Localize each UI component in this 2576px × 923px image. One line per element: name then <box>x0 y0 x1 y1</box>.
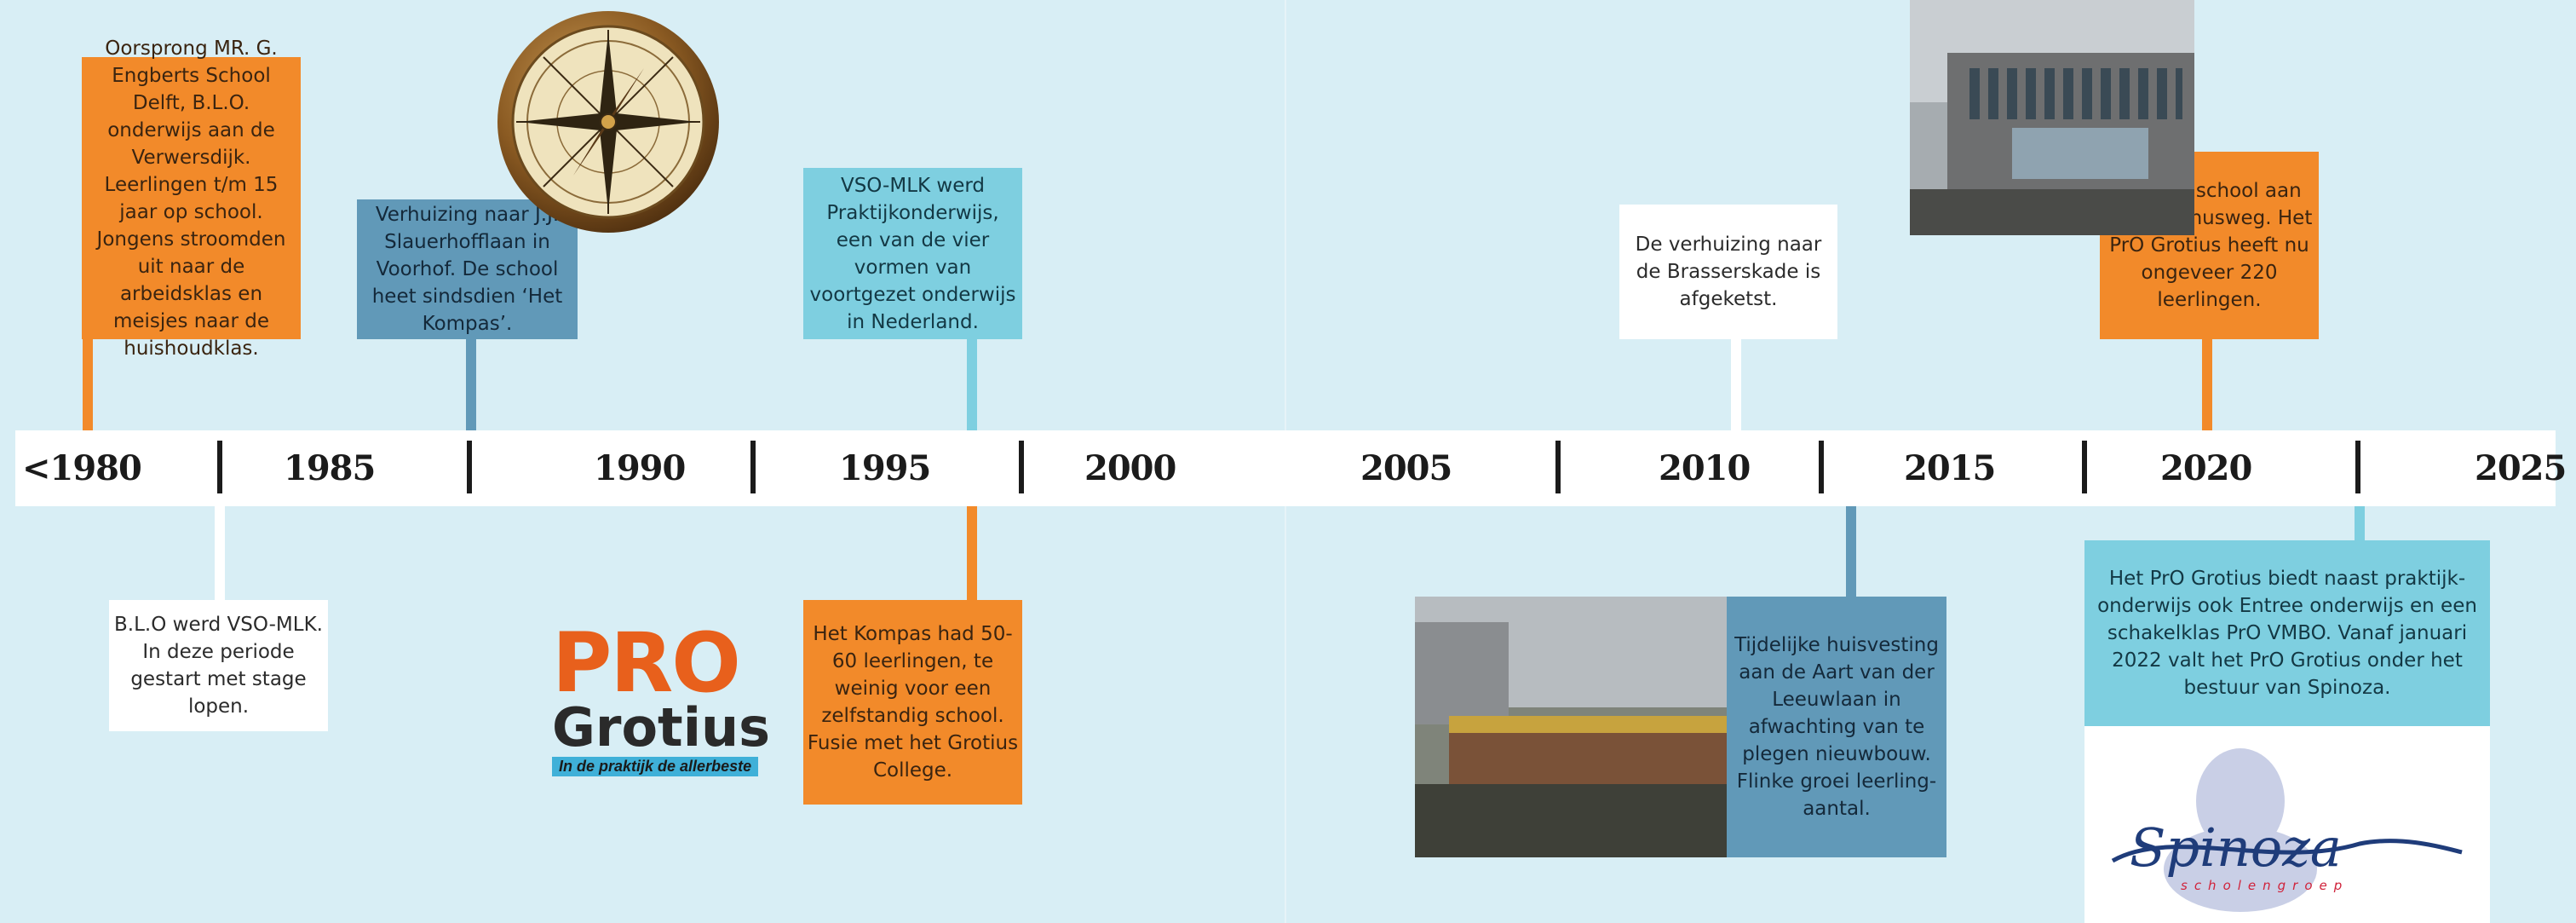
event-blo: B.L.O werd VSO-MLK. In deze periode gest… <box>109 600 328 731</box>
year-label-1995: 1995 <box>839 448 931 488</box>
connector-voorhof <box>466 339 476 430</box>
timeline-tick <box>1019 441 1024 493</box>
timeline-tick <box>2082 441 2087 493</box>
connector-spinoza <box>2355 506 2365 540</box>
year-label-2005: 2005 <box>1360 448 1452 488</box>
year-label-1985: 1985 <box>284 448 376 488</box>
year-label-2010: 2010 <box>1659 448 1751 488</box>
pro-grotius-tagline: In de praktijk de allerbeste <box>552 757 759 776</box>
event-spinoza: Het PrO Grotius biedt naast praktijk-ond… <box>2084 540 2490 726</box>
connector-tijdelijk <box>1846 506 1856 597</box>
connector-vulcanus <box>2202 339 2212 430</box>
year-label-1980: <1980 <box>22 448 142 488</box>
event-spinoza-text: Het PrO Grotius biedt naast praktijk-ond… <box>2097 568 2477 699</box>
event-kompas-text: Het Kompas had 50-60 leerlingen, te wein… <box>807 623 1019 782</box>
year-label-2015: 2015 <box>1904 448 1996 488</box>
year-label-2000: 2000 <box>1084 448 1176 488</box>
event-vso-text: VSO-MLK werd Praktijkonderwijs, een van … <box>809 174 1016 333</box>
event-brasserskade-text: De verhuizing naar de Brasserskade is af… <box>1635 234 1822 310</box>
event-origin: Oorsprong MR. G. Engberts School Delft, … <box>82 37 301 360</box>
timeline-band <box>15 430 2556 506</box>
connector-brasserskade <box>1731 339 1741 430</box>
spinoza-logo-name: Spinoza <box>2130 816 2342 879</box>
pro-grotius-logo: PRO Grotius In de praktijk de allerbeste <box>552 622 786 793</box>
pro-grotius-logo-name: Grotius <box>552 696 770 759</box>
event-tijdelijk: Tijdelijke huisvesting aan de Aart van d… <box>1727 597 1946 857</box>
timeline-tick <box>467 441 472 493</box>
pro-grotius-logo-mark: PRO <box>552 615 741 711</box>
event-vso: VSO-MLK werd Praktijkonderwijs, een van … <box>803 168 1022 339</box>
year-label-1990: 1990 <box>594 448 686 488</box>
spinoza-logo: Spinoza scholengroep <box>2104 741 2470 912</box>
event-origin-text: Oorsprong MR. G. Engberts School Delft, … <box>96 37 286 360</box>
connector-vso <box>967 339 977 430</box>
timeline-tick <box>1555 441 1561 493</box>
event-voorhof: Verhuizing naar J.J. Slauerhofflaan in V… <box>357 199 578 339</box>
timeline-tick <box>2355 441 2360 493</box>
spinoza-logo-sub: scholengroep <box>2181 878 2349 893</box>
event-kompas: Het Kompas had 50-60 leerlingen, te wein… <box>803 600 1022 805</box>
connector-origin <box>83 339 93 430</box>
connector-kompas <box>967 506 977 600</box>
timeline-tick <box>1819 441 1824 493</box>
temporary-housing-photo <box>1415 597 1727 857</box>
event-tijdelijk-text: Tijdelijke huisvesting aan de Aart van d… <box>1734 634 1939 820</box>
event-blo-text: B.L.O werd VSO-MLK. In deze periode gest… <box>114 614 323 718</box>
compass-icon <box>495 9 722 235</box>
spinoza-portrait-icon <box>2111 748 2463 912</box>
year-label-2020: 2020 <box>2160 448 2252 488</box>
timeline-tick <box>750 441 756 493</box>
vulcanusweg-building-photo <box>1910 0 2194 235</box>
connector-blo <box>215 506 225 600</box>
event-brasserskade: De verhuizing naar de Brasserskade is af… <box>1619 205 1837 339</box>
event-voorhof-text: Verhuizing naar J.J. Slauerhofflaan in V… <box>371 204 563 335</box>
timeline-tick <box>217 441 222 493</box>
year-label-2025: 2025 <box>2475 448 2567 488</box>
